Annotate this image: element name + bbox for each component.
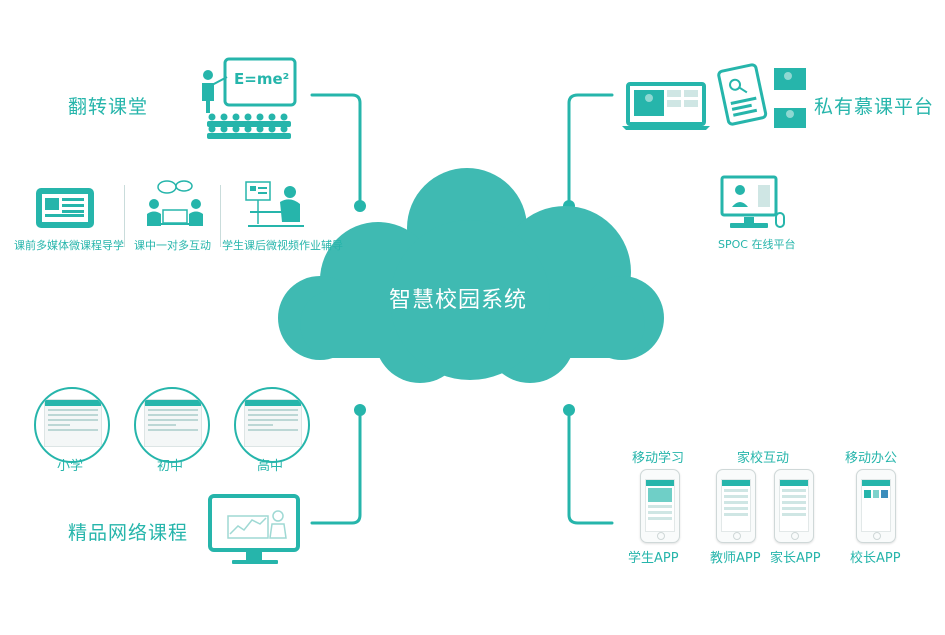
mobile-group-title: 移动学习 [632, 451, 685, 466]
flipped-classroom-title: 翻转课堂 [68, 96, 149, 118]
center-label: 智慧校园系统 [389, 288, 528, 313]
student-app-phone[interactable] [640, 469, 680, 543]
dot-courses [354, 404, 366, 416]
connector-mooc [567, 93, 614, 207]
parent-app-phone[interactable] [774, 469, 814, 543]
one-to-many-icon [147, 180, 203, 226]
app-label: 学生APP [628, 551, 679, 566]
board-formula: E=me² [234, 70, 290, 88]
course-level-label: 初中 [157, 459, 184, 474]
spoc-label: SPOC 在线平台 [718, 238, 796, 251]
connector-flipped [310, 93, 362, 207]
flipped-item-label: 课前多媒体微课程导学 [14, 239, 124, 252]
course-preview-senior[interactable] [234, 387, 310, 463]
spoc-computer-icon [720, 175, 785, 228]
course-level-label: 小学 [57, 459, 84, 474]
dot-mobile [563, 404, 575, 416]
monitor-lecture-icon [208, 494, 300, 564]
cloud-shape [278, 168, 664, 383]
classroom-icon [202, 57, 297, 139]
tablet-lesson-icon [36, 188, 94, 228]
flipped-item-label: 课中一对多互动 [134, 239, 211, 252]
dot-flipped [354, 200, 366, 212]
mobile-group-title: 移动办公 [845, 451, 898, 466]
teacher-app-phone[interactable] [716, 469, 756, 543]
app-label: 校长APP [850, 551, 901, 566]
mooc-title: 私有慕课平台 [814, 96, 935, 118]
mobile-group-title: 家校互动 [737, 451, 790, 466]
divider-line [124, 185, 125, 247]
app-label: 家长APP [770, 551, 821, 566]
mooc-devices-icon [622, 63, 806, 130]
principal-app-phone[interactable] [856, 469, 896, 543]
flipped-item-label: 学生课后微视频作业辅导 [222, 239, 343, 252]
course-preview-junior[interactable] [134, 387, 210, 463]
app-label: 教师APP [710, 551, 761, 566]
course-preview-primary[interactable] [34, 387, 110, 463]
student-video-icon [245, 181, 304, 227]
connector-mobile [567, 408, 614, 525]
connector-courses [310, 408, 362, 525]
course-level-label: 高中 [257, 459, 284, 474]
courses-title: 精品网络课程 [68, 522, 189, 544]
divider-line [220, 185, 221, 247]
